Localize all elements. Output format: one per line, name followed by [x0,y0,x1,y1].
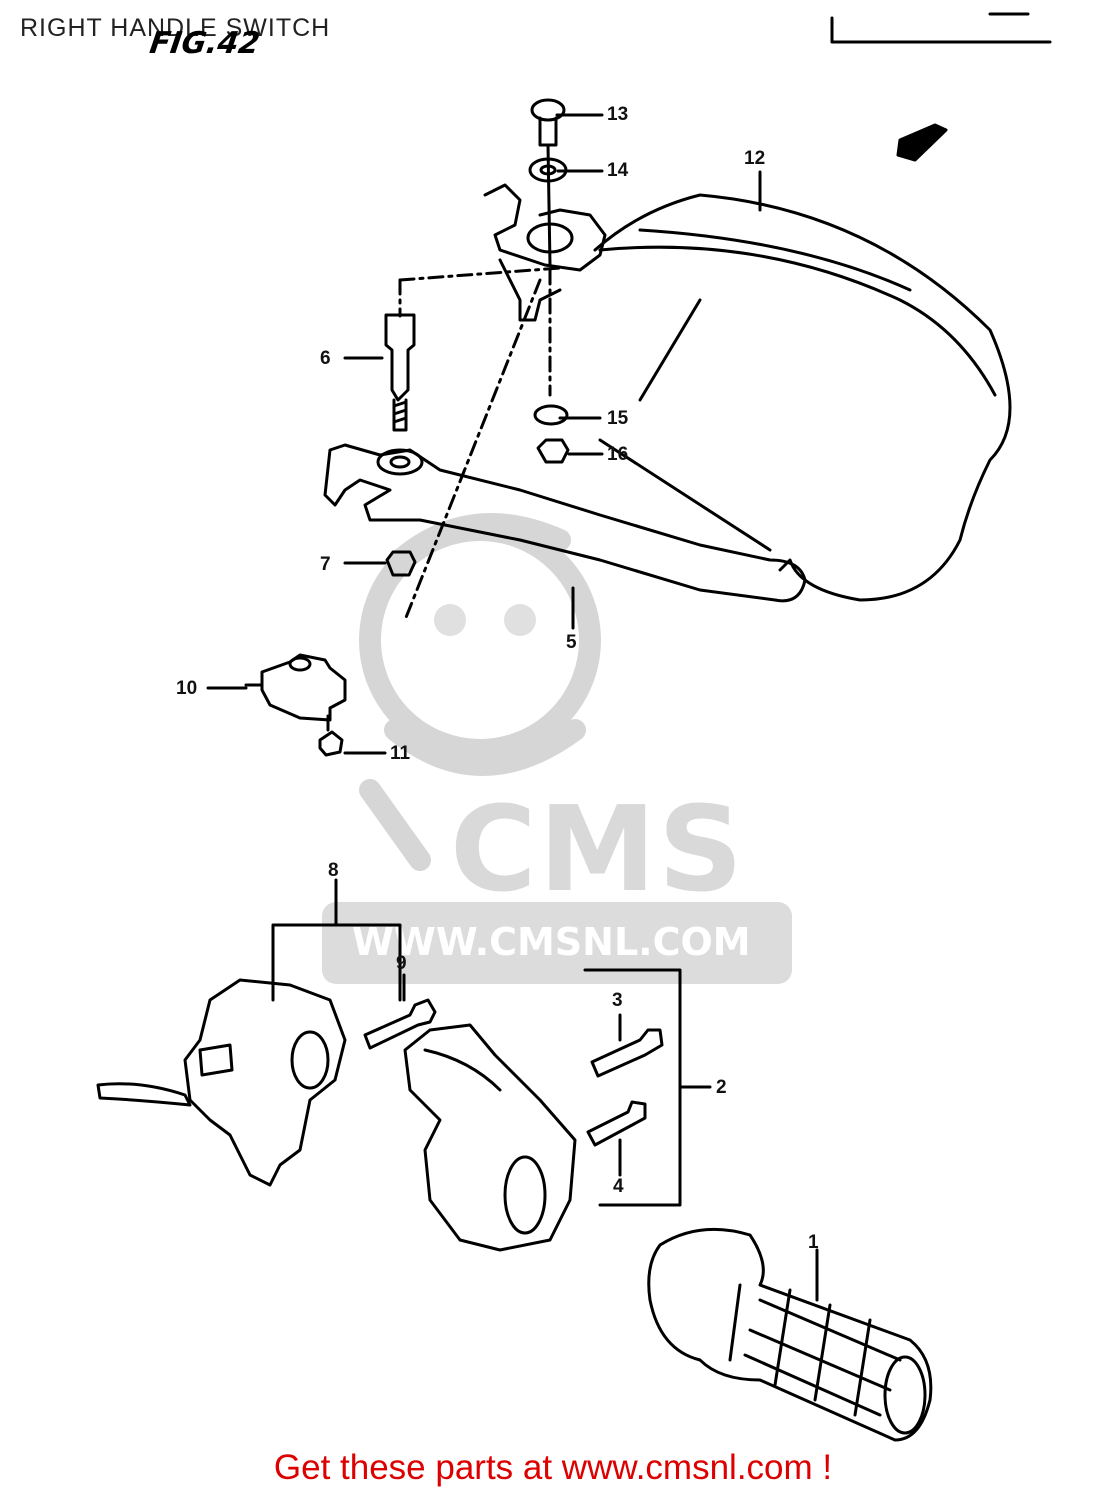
hand-guard [593,193,1012,602]
callout-12: 12 [744,148,766,169]
callout-3: 3 [612,990,623,1011]
watermark-url: WWW.CMSNL.COM [352,920,751,964]
grip-1 [647,1227,933,1442]
callout-1: 1 [808,1232,819,1253]
figure-number: FIG.42 [147,26,262,61]
throttle-housing [403,1023,577,1252]
washer-15 [533,404,569,426]
badge-shape [896,123,948,162]
brake-lever [323,443,807,603]
callout-7: 7 [320,554,331,575]
callout-6: 6 [320,348,331,369]
screw-9 [363,998,437,1050]
watermark-brand: CMS [450,780,746,918]
nut-16 [536,438,570,464]
footer-cta-link[interactable]: Get these parts at www.cmsnl.com ! [273,1448,833,1487]
callout-13: 13 [607,104,629,125]
callout-4: 4 [613,1176,624,1197]
switch-housing-8 [183,978,347,1187]
callout-8: 8 [328,860,339,881]
guard-bracket [483,183,607,272]
screw-11 [318,730,344,757]
callout-16: 16 [607,444,629,465]
screw-4 [586,1100,647,1147]
callout-5: 5 [566,632,577,653]
brake-switch-10 [260,653,347,722]
screw-13 [530,98,566,122]
callout-15: 15 [607,408,629,429]
page-title: RIGHT HANDLE SWITCH [20,14,331,42]
screw-3 [590,1028,664,1078]
callout-14: 14 [607,160,629,181]
pivot-bolt-6 [384,313,416,402]
callout-11: 11 [390,743,411,764]
nut-7 [385,550,417,577]
callout-10: 10 [176,678,198,699]
frame-corner [830,16,1052,44]
callout-2: 2 [716,1077,727,1098]
callout-9: 9 [396,953,407,974]
